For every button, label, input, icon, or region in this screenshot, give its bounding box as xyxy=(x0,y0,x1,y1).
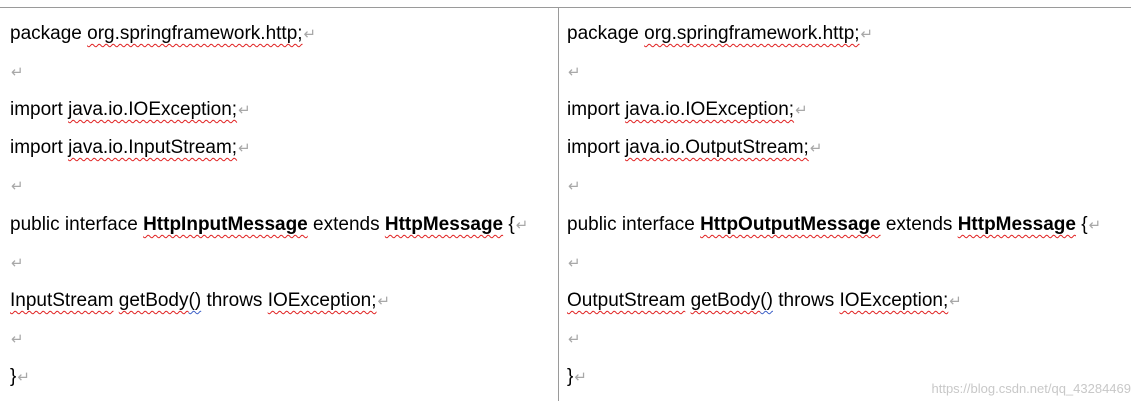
watermark: https://blog.csdn.net/qq_43284469 xyxy=(931,381,1131,396)
interface-name: HttpInputMessage xyxy=(143,214,308,235)
import-keyword: import xyxy=(10,99,69,120)
blank-line: ↵ xyxy=(567,171,581,201)
import-line: import java.io.InputStream;↵ xyxy=(10,133,251,163)
interface-prefix: public interface xyxy=(567,214,701,235)
import-line: import java.io.IOException;↵ xyxy=(10,95,251,125)
interface-name: HttpOutputMessage xyxy=(700,214,881,235)
blank-line: ↵ xyxy=(10,57,24,87)
closing-brace-line: }↵ xyxy=(567,362,587,392)
close-brace: } xyxy=(567,366,574,387)
import-keyword: import xyxy=(567,137,626,158)
interface-declaration-line: public interface HttpOutputMessage exten… xyxy=(567,210,1101,240)
table-column-divider xyxy=(558,7,559,401)
paragraph-mark-icon: ↵ xyxy=(568,63,581,81)
import-name: java.io.IOException; xyxy=(68,99,238,120)
blank-line: ↵ xyxy=(10,324,24,354)
open-brace: { xyxy=(1075,214,1088,235)
package-keyword: package xyxy=(10,23,88,44)
paragraph-mark-icon: ↵ xyxy=(11,330,24,348)
throws-keyword: throws xyxy=(201,290,268,311)
import-line: import java.io.OutputStream;↵ xyxy=(567,133,822,163)
throws-keyword: throws xyxy=(772,290,840,311)
paragraph-mark-icon: ↵ xyxy=(377,292,391,310)
import-name: java.io.OutputStream; xyxy=(625,137,809,158)
paragraph-mark-icon: ↵ xyxy=(238,101,251,119)
paragraph-mark-icon: ↵ xyxy=(568,177,581,195)
method-name: getBody xyxy=(690,290,761,311)
parent-interface-name: HttpMessage xyxy=(384,214,504,235)
method-parens: () xyxy=(760,290,773,311)
extends-keyword: extends xyxy=(880,214,958,235)
method-line: OutputStream getBody() throws IOExceptio… xyxy=(567,286,962,316)
paragraph-mark-icon: ↵ xyxy=(1088,216,1102,234)
method-line: InputStream getBody() throws IOException… xyxy=(10,286,390,316)
import-line: import java.io.IOException;↵ xyxy=(567,95,808,125)
paragraph-mark-icon: ↵ xyxy=(303,25,317,43)
import-keyword: import xyxy=(567,99,626,120)
blank-line: ↵ xyxy=(10,171,24,201)
extends-keyword: extends xyxy=(307,214,385,235)
blank-line: ↵ xyxy=(10,248,24,278)
method-exception: IOException; xyxy=(839,290,949,311)
interface-prefix: public interface xyxy=(10,214,144,235)
right-code-cell[interactable]: package org.springframework.http;↵ ↵ imp… xyxy=(567,8,1129,401)
blank-line: ↵ xyxy=(567,324,581,354)
paragraph-mark-icon: ↵ xyxy=(11,254,24,272)
paragraph-mark-icon: ↵ xyxy=(795,101,808,119)
blank-line: ↵ xyxy=(567,248,581,278)
table-top-border xyxy=(0,7,1131,8)
paragraph-mark-icon: ↵ xyxy=(809,139,823,157)
paragraph-mark-icon: ↵ xyxy=(11,177,24,195)
method-return-type: OutputStream xyxy=(567,290,686,311)
open-brace: { xyxy=(503,214,515,235)
closing-brace-line: }↵ xyxy=(10,362,30,392)
paragraph-mark-icon: ↵ xyxy=(11,63,24,81)
import-name: java.io.InputStream; xyxy=(68,137,238,158)
paragraph-mark-icon: ↵ xyxy=(568,330,581,348)
interface-declaration-line: public interface HttpInputMessage extend… xyxy=(10,210,528,240)
paragraph-mark-icon: ↵ xyxy=(515,216,529,234)
paragraph-mark-icon: ↵ xyxy=(574,368,587,386)
package-line: package org.springframework.http;↵ xyxy=(10,19,316,49)
parent-interface-name: HttpMessage xyxy=(957,214,1076,235)
package-name: org.springframework.http; xyxy=(87,23,303,44)
paragraph-mark-icon: ↵ xyxy=(949,292,962,310)
package-keyword: package xyxy=(567,23,645,44)
close-brace: } xyxy=(10,366,17,387)
method-return-type: InputStream xyxy=(10,290,114,311)
blank-line: ↵ xyxy=(567,57,581,87)
method-parens: () xyxy=(188,290,202,311)
import-name: java.io.IOException; xyxy=(625,99,795,120)
package-name: org.springframework.http; xyxy=(644,23,860,44)
method-name: getBody xyxy=(118,290,189,311)
paragraph-mark-icon: ↵ xyxy=(568,254,581,272)
method-exception: IOException; xyxy=(267,290,377,311)
paragraph-mark-icon: ↵ xyxy=(238,139,251,157)
paragraph-mark-icon: ↵ xyxy=(860,25,874,43)
import-keyword: import xyxy=(10,137,69,158)
paragraph-mark-icon: ↵ xyxy=(17,368,30,386)
left-code-cell[interactable]: package org.springframework.http;↵ ↵ imp… xyxy=(10,8,556,401)
package-line: package org.springframework.http;↵ xyxy=(567,19,873,49)
